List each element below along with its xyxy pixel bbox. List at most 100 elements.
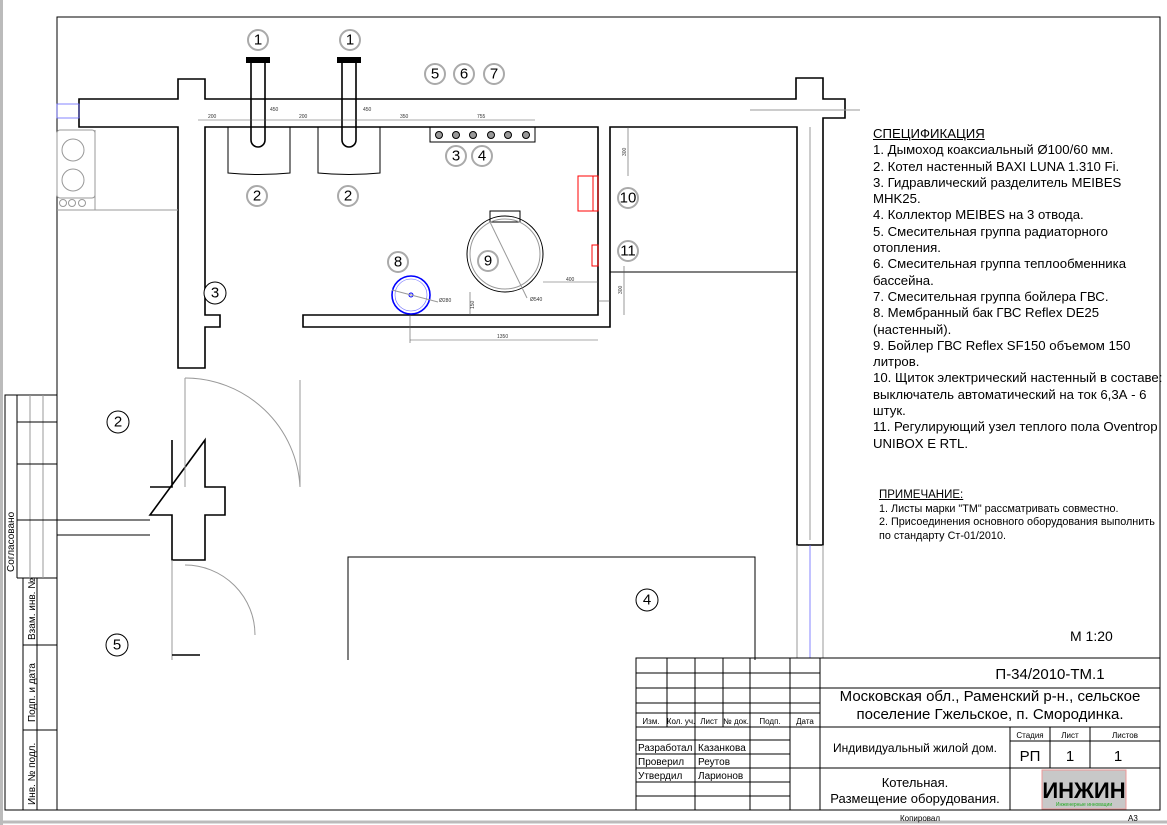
note-item: 2. Присоединения основного оборудования … (879, 516, 1155, 542)
svg-text:9: 9 (484, 253, 492, 270)
dim-label: 150 (470, 300, 476, 309)
callout: 4 (635, 588, 659, 612)
header-doc: № док. (723, 717, 749, 726)
svg-text:3: 3 (452, 148, 460, 165)
specification: СПЕЦИФИКАЦИЯ 1. Дымоход коаксиальный Ø10… (873, 126, 1163, 452)
dim-label: 200 (208, 114, 217, 120)
person-name: Реутов (698, 757, 730, 768)
callout: 4 (471, 145, 493, 167)
spec-item: 6. Смесительная группа теплообменника ба… (873, 256, 1127, 288)
company-logo: ИНЖИН Инженерные инновации (1041, 769, 1127, 810)
callout: 2 (106, 410, 130, 434)
svg-text:8: 8 (394, 254, 402, 271)
callout: 6 (453, 63, 475, 85)
copied-label: Копировал (900, 814, 940, 823)
callout: 3 (203, 281, 227, 305)
spec-item: 1. Дымоход коаксиальный Ø100/60 мм. (873, 142, 1114, 158)
dim-label: 450 (363, 107, 372, 113)
svg-text:6: 6 (460, 66, 468, 83)
spec-item: 3. Гидравлический разделитель MEIBES MHK… (873, 174, 1122, 207)
sheets-label: Листов (1112, 731, 1138, 740)
spec-item: 11. Регулирующий узел теплого пола Ovent… (873, 419, 1158, 451)
sheet-title-2: Размещение оборудования. (830, 791, 999, 806)
dimension-lines: 200 450 200 450 350 755 300 300 400 150 … (198, 107, 629, 343)
sheet-value: 1 (1066, 748, 1074, 765)
svg-text:4: 4 (643, 592, 651, 609)
sheets-value: 1 (1114, 748, 1122, 765)
header-list: Лист (700, 717, 718, 726)
role: Утвердил (638, 771, 682, 782)
dim-label: Ø280 (439, 298, 451, 304)
document-code: П-34/2010-ТМ.1 (995, 666, 1104, 683)
svg-text:1: 1 (254, 32, 262, 49)
svg-text:10: 10 (620, 190, 637, 207)
callout: 7 (483, 63, 505, 85)
object-name: Индивидуальный жилой дом. (833, 741, 997, 755)
logo-subtext: Инженерные инновации (1056, 802, 1112, 808)
svg-text:5: 5 (113, 637, 121, 654)
svg-text:1: 1 (346, 32, 354, 49)
location-line-2: поселение Гжельское, п. Смородинка. (856, 706, 1123, 723)
callouts: 1 1 5 6 7 2 2 3 4 10 11 8 9 3 2 5 4 (105, 29, 659, 657)
callout: 3 (445, 145, 467, 167)
sheet-title-1: Котельная. (882, 775, 949, 790)
dim-label: 450 (270, 107, 279, 113)
spec-item: 4. Коллектор MEIBES на 3 отвода. (873, 207, 1084, 223)
side-stamp: Согласовано Взам. инв. № Подп. и дата Ин… (4, 394, 58, 811)
stove (56, 129, 178, 211)
stage-value: РП (1020, 748, 1041, 765)
scale-label: М 1:20 (1070, 628, 1113, 644)
walls (56, 77, 860, 660)
agreed-label: Согласовано (6, 511, 17, 572)
specification-title: СПЕЦИФИКАЦИЯ (873, 126, 985, 141)
notes-title: ПРИМЕЧАНИЕ: (879, 489, 964, 501)
role: Разработал (638, 742, 693, 754)
spec-item: 7. Смесительная группа бойлера ГВС. (873, 288, 1109, 304)
header-kol: Кол. уч. (667, 717, 695, 726)
dim-label: Ø540 (530, 297, 542, 303)
location-line-1: Московская обл., Раменский р-н., сельско… (840, 688, 1141, 705)
spec-item: 9. Бойлер ГВС Reflex SF150 объемом 150 л… (873, 337, 1131, 370)
callout: 1 (339, 29, 361, 51)
spec-item: 8. Мембранный бак ГВС Reflex DE25 (насте… (873, 305, 1100, 337)
collector (429, 126, 536, 143)
callout: 8 (387, 251, 409, 273)
water-heater (466, 210, 544, 299)
spec-item: 2. Котел настенный BAXI LUNA 1.310 Fi. (873, 158, 1120, 174)
svg-text:2: 2 (344, 188, 352, 205)
title-block: Изм. Кол. уч. Лист № док. Подп. Дата Раз… (635, 657, 1161, 823)
callout: 5 (424, 63, 446, 85)
dim-label: 300 (622, 147, 628, 156)
sheet-label: Лист (1061, 731, 1079, 740)
callout: 2 (337, 185, 359, 207)
svg-text:5: 5 (431, 66, 439, 83)
callout: 1 (247, 29, 269, 51)
header-date: Дата (796, 717, 814, 726)
electrical-panel (577, 175, 599, 212)
svg-text:7: 7 (490, 66, 498, 83)
header-izm: Изм. (642, 717, 659, 726)
callout: 11 (617, 240, 639, 262)
dim-label: 200 (299, 114, 308, 120)
boiler-a (227, 57, 291, 175)
svg-text:11: 11 (620, 243, 636, 260)
logo-text: ИНЖИН (1042, 778, 1125, 803)
dim-label: 1350 (497, 334, 508, 340)
svg-text:3: 3 (211, 285, 219, 302)
dim-label: 300 (618, 285, 624, 294)
notes: ПРИМЕЧАНИЕ: 1. Листы марки "ТМ" рассматр… (879, 489, 1164, 543)
svg-text:2: 2 (114, 414, 122, 431)
stage-label: Стадия (1016, 731, 1043, 740)
floor-heating-unit (591, 244, 599, 267)
callout: 5 (105, 633, 129, 657)
svg-text:4: 4 (478, 148, 486, 165)
person-name: Казанкова (698, 743, 746, 754)
spec-item: 10. Щиток электрический настенный в сост… (873, 370, 1163, 419)
sign-date-label: Подп. и дата (27, 663, 38, 722)
dim-label: 350 (400, 114, 409, 120)
svg-text:2: 2 (253, 188, 261, 205)
header-sign: Подп. (759, 717, 780, 726)
callout: 10 (617, 187, 639, 209)
role: Проверил (638, 757, 684, 768)
inv-orig-label: Инв. № подл. (27, 743, 38, 805)
